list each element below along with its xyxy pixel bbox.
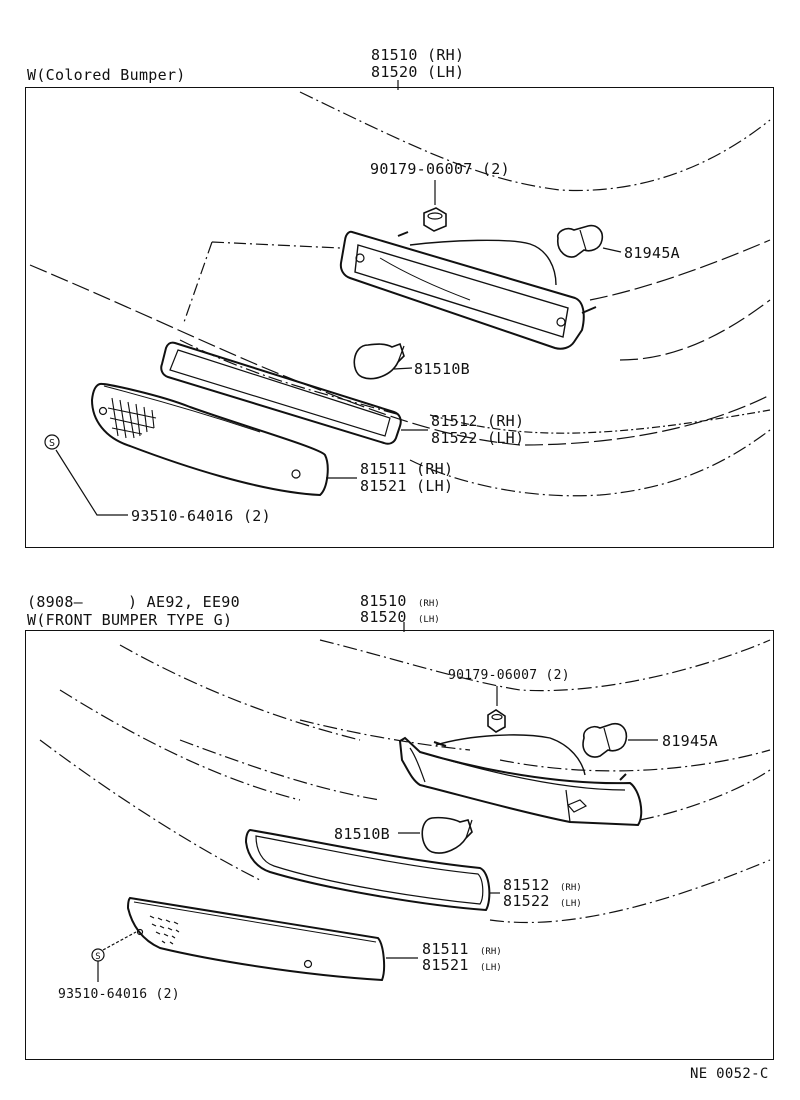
panel1-stud-top: [397, 231, 409, 237]
panel1-lamp-housing-back: [409, 239, 557, 286]
panel2-lens-lh-num: 81521: [422, 956, 469, 974]
panel2-heading-line1-start: (8908—: [27, 593, 83, 611]
panel1-nut-part: [423, 207, 447, 232]
panel2-stud-right: [619, 773, 627, 781]
panel2-bulb-part: [421, 816, 473, 854]
panel2-bumper-contour-upper: [119, 644, 361, 741]
panel2-socket-part: [582, 722, 628, 758]
panel1-lens-part: [90, 382, 329, 497]
panel2-lens-rh-side: (RH): [480, 947, 502, 957]
panel2-screw-label: 93510-64016 (2): [58, 987, 180, 1002]
panel1-assembly-line-2: [182, 241, 213, 326]
panel2-nut-label: 90179-06007 (2): [448, 668, 570, 683]
panel1-socket-leader: [602, 247, 622, 253]
panel1-housing-hole-left: [355, 253, 365, 263]
panel1-gasket-rh-label: 81512 (RH): [431, 412, 525, 430]
panel1-heading: W(Colored Bumper): [27, 66, 186, 84]
panel1-lamp-housing-inner: [354, 244, 569, 338]
panel2-assembly-lh-num: 81520: [360, 608, 407, 626]
panel2-nut-part: [487, 709, 506, 733]
panel2-socket-label: 81945A: [662, 732, 718, 750]
panel2-bumper-contour-right2: [489, 859, 771, 924]
panel1-bulb-label: 81510B: [414, 360, 470, 378]
panel2-heading-line1-end: ) AE92, EE90: [128, 593, 240, 611]
panel2-housing-stud: [567, 799, 588, 813]
panel2-gasket-rh-num: 81512: [503, 876, 550, 894]
panel1-screw-symbol-circle: [44, 434, 60, 450]
panel2-lens-lh-side: (LH): [480, 963, 502, 973]
page-code: NE 0052-C: [690, 1066, 769, 1082]
panel1-screw-label: 93510-64016 (2): [131, 507, 271, 525]
panel2-stud-top: [433, 741, 447, 747]
panel1-nut-label: 90179-06007 (2): [370, 160, 510, 178]
panel2-screw-symbol: S: [95, 952, 100, 962]
panel2-lens-rh-num: 81511: [422, 940, 469, 958]
panel1-gasket-part: [160, 341, 402, 445]
panel1-bumper-contour-bottom: [429, 409, 771, 434]
panel2-bulb-label: 81510B: [334, 825, 390, 843]
panel2-bumper-contour-mid2: [179, 739, 381, 801]
panel1-housing-hole-right: [556, 317, 566, 327]
panel2-gasket-lh-num: 81522: [503, 892, 550, 910]
panel2-bumper-contour-mid: [59, 689, 301, 801]
panel1-bumper-contour-lower: [409, 429, 771, 497]
panel1-bulb-leader: [393, 367, 413, 370]
panel1-frame: [25, 87, 774, 548]
panel1-screw-leader: [55, 449, 128, 516]
panel1-lens-rh-label: 81511 (RH): [360, 460, 454, 478]
panel2-assembly-rh-side: (RH): [418, 599, 440, 609]
panel2-lens-part: [126, 896, 386, 982]
panel2-frame: [25, 630, 774, 1060]
panel2-bumper-contour-top: [319, 639, 771, 692]
panel2-lens-hole-right: [303, 959, 313, 969]
panel2-bumper-contour-right3: [499, 749, 771, 772]
panel1-bumper-contour-mid: [29, 264, 771, 446]
panel2-heading-line2: W(FRONT BUMPER TYPE G): [27, 611, 233, 629]
panel1-socket-label: 81945A: [624, 244, 680, 262]
panel1-stud-right: [581, 306, 597, 314]
panel1-lamp-reflector: [379, 257, 471, 301]
panel2-gasket-rh-side: (RH): [560, 883, 582, 893]
panel1-bumper-contour-diag: [619, 299, 771, 361]
panel1-lamp-housing-outer: [339, 230, 585, 350]
panel1-gasket-lh-label: 81522 (LH): [431, 429, 525, 447]
panel2-lens-hole-left: [136, 928, 144, 936]
panel2-bumper-contour-left: [39, 739, 261, 881]
panel2-gasket-lh-side: (LH): [560, 899, 582, 909]
panel1-screw-symbol: S: [49, 438, 55, 449]
panel2-lamp-housing-back: [435, 734, 586, 776]
panel2-lamp-housing-outer: [398, 736, 643, 827]
panel2-bumper-contour-right: [639, 769, 771, 821]
panel2-gasket-part: [244, 828, 491, 912]
panel2-assembly-rh-num: 81510: [360, 592, 407, 610]
panel1-bulb-part: [353, 342, 405, 380]
panel1-socket-part: [556, 224, 604, 258]
panel2-bumper-contour-right4: [299, 719, 471, 751]
panel1-bumper-contour-upper: [299, 91, 771, 192]
panel2-lens-marks: [149, 915, 180, 945]
panel1-lens-grid: [107, 397, 157, 439]
panel1-lens-hole-right: [291, 469, 301, 479]
panel1-lens-lh-label: 81521 (LH): [360, 477, 454, 495]
panel2-lamp-housing-inner: [409, 747, 626, 791]
panel1-lens-hole-left: [98, 406, 108, 416]
panel1-assembly-lh-label: 81520 (LH): [371, 63, 465, 81]
panel1-bumper-contour-right: [589, 239, 771, 301]
panel1-assembly-rh-label: 81510 (RH): [371, 46, 465, 64]
panel2-assembly-lh-side: (LH): [418, 615, 440, 625]
